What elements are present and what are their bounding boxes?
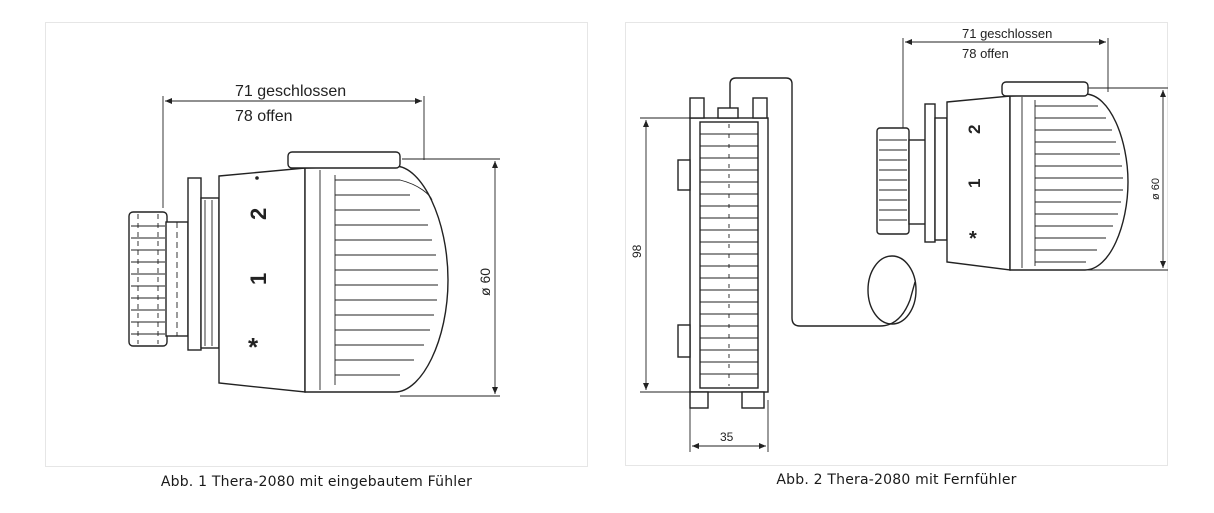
side-tab-lower	[677, 324, 691, 358]
top-port	[717, 107, 739, 119]
dim-diameter-label: ø 60	[1150, 178, 1162, 200]
top-clip-left	[689, 97, 705, 119]
figure-2-caption: Abb. 2 Thera-2080 mit Fernfühler	[776, 472, 1017, 488]
figure-2-drawing: 71 geschlossen 78 offen ø 60 98 35	[630, 26, 1168, 452]
scale-mark-frost: *	[969, 228, 977, 250]
bottom-clip-left	[689, 391, 709, 409]
top-clip-right	[752, 97, 768, 119]
top-tab	[1001, 81, 1089, 97]
capillary-coil	[867, 255, 917, 325]
bottom-clip-right	[741, 391, 765, 409]
dim-width-label: 35	[720, 430, 734, 444]
scale-mark-1: 1	[246, 273, 271, 285]
scale-mark-2: 2	[246, 208, 271, 220]
scale-mark-frost: *	[248, 332, 259, 362]
flange	[924, 103, 936, 243]
sensor-fins	[700, 124, 758, 386]
dim-closed-label: 71 geschlossen	[962, 26, 1052, 41]
neck	[200, 197, 220, 349]
dim-open-label: 78 offen	[962, 46, 1009, 61]
dim-diameter-label: ø 60	[477, 268, 493, 296]
grip-cap	[304, 165, 449, 393]
grip-ribs	[319, 170, 438, 390]
flange	[187, 177, 202, 351]
grip-ribs	[1021, 97, 1123, 268]
scale-mark-1: 1	[965, 179, 984, 188]
dim-open-label: 78 offen	[235, 108, 293, 125]
dim-height-label: 98	[630, 244, 644, 258]
knurl-lines	[131, 214, 165, 344]
side-tab-upper	[677, 159, 691, 191]
grip-cap	[1009, 93, 1129, 271]
figure-1-caption: Abb. 1 Thera-2080 mit eingebautem Fühler	[160, 474, 473, 490]
dim-closed-label: 71 geschlossen	[235, 83, 346, 100]
knurled-nut	[128, 211, 168, 347]
scale-dot	[255, 176, 259, 180]
top-tab	[287, 151, 401, 169]
scale-mark-2: 2	[965, 125, 984, 134]
neck	[934, 117, 948, 241]
connector-body	[908, 139, 928, 225]
figure-1-drawing: 71 geschlossen 78 offen ø 60	[128, 83, 500, 397]
knurled-nut	[876, 127, 910, 235]
connector-body	[165, 221, 189, 337]
